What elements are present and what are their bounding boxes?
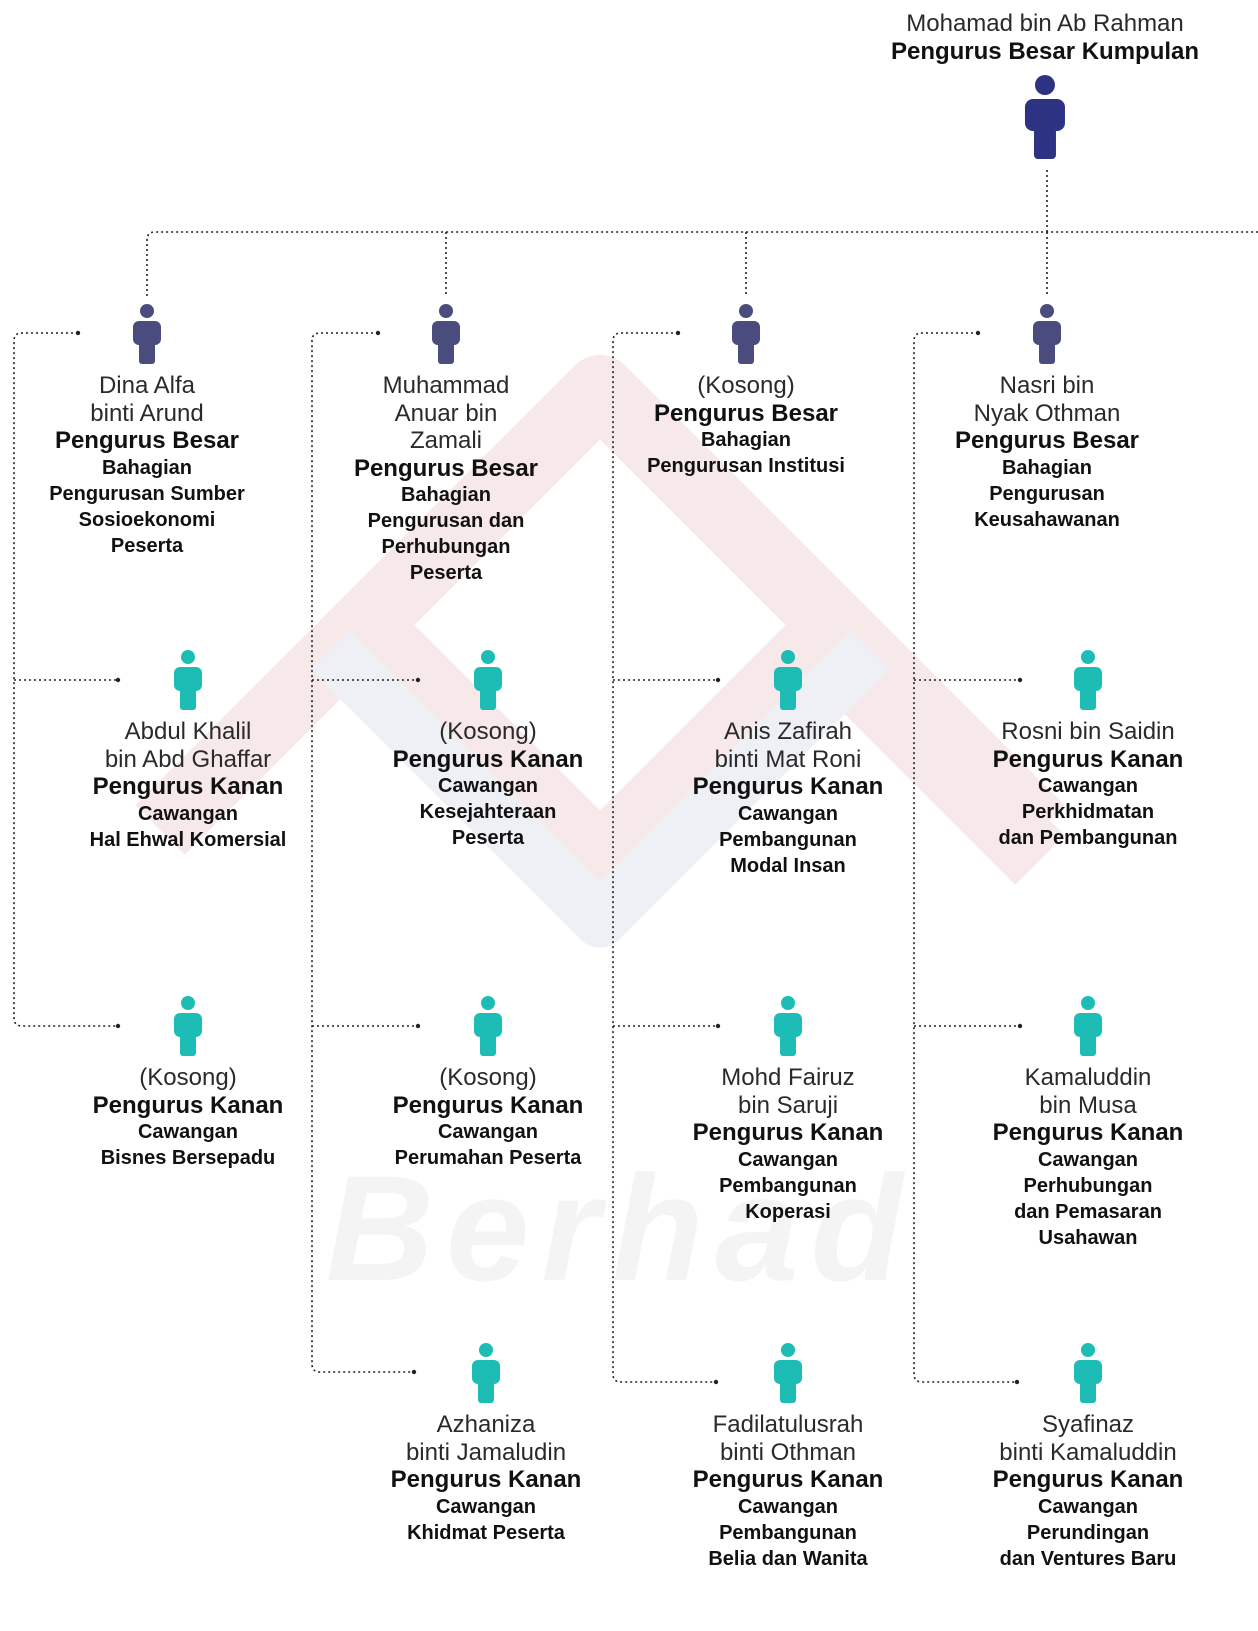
branch-role: Pengurus Kanan: [390, 1466, 582, 1494]
person-icon: [732, 304, 760, 364]
branch-line-col2: [311, 332, 414, 1373]
person-icon: [474, 650, 502, 710]
branch-node: Rosni bin Saidin Pengurus Kanan Cawangan…: [968, 650, 1208, 851]
branch-unit: Cawangan Pembangunan Koperasi: [719, 1148, 857, 1223]
branch-unit: Cawangan Perkhidmatan dan Pembangunan: [998, 775, 1178, 850]
branch-role: Pengurus Kanan: [392, 745, 584, 773]
branch-name: Fadilatulusrah binti Othman: [712, 1411, 864, 1466]
branch-node: Mohd Fairuz bin Saruji Pengurus Kanan Ca…: [668, 996, 908, 1225]
head-role: Pengurus Besar Kumpulan: [890, 37, 1200, 65]
person-icon: [472, 1343, 500, 1403]
branch-name: Kamaluddin bin Musa: [1024, 1064, 1152, 1119]
branch-node: (Kosong) Pengurus Kanan Cawangan Kesejah…: [368, 650, 608, 851]
watermark-text: Berhad: [326, 1144, 915, 1312]
branch-unit: Cawangan Pembangunan Modal Insan: [719, 802, 857, 877]
division-bus: [146, 231, 1258, 296]
branch-node: Syafinaz binti Kamaluddin Pengurus Kanan…: [968, 1343, 1208, 1572]
branch-name: Azhaniza binti Jamaludin: [405, 1411, 567, 1466]
branch-unit: Cawangan Perundingan dan Ventures Baru: [999, 1495, 1177, 1570]
person-icon: [1025, 75, 1065, 160]
branch-name: (Kosong): [139, 1064, 237, 1091]
person-icon: [174, 650, 202, 710]
head-name: Mohamad bin Ab Rahman: [906, 10, 1184, 37]
person-icon: [133, 304, 161, 364]
branch-role: Pengurus Kanan: [92, 1091, 284, 1119]
branch-unit: Cawangan Kesejahteraan Peserta: [419, 775, 557, 850]
branch-node: Abdul Khalil bin Abd Ghaffar Pengurus Ka…: [68, 650, 308, 853]
branch-node: (Kosong) Pengurus Kanan Cawangan Perumah…: [368, 996, 608, 1171]
division-role: Pengurus Besar: [954, 427, 1140, 455]
branch-role: Pengurus Kanan: [992, 1466, 1184, 1494]
branch-role: Pengurus Kanan: [992, 1119, 1184, 1147]
branch-name: Anis Zafirah binti Mat Roni: [714, 718, 862, 773]
branch-unit: Cawangan Hal Ehwal Komersial: [89, 802, 287, 851]
person-icon: [774, 1343, 802, 1403]
division-role: Pengurus Besar: [353, 454, 539, 482]
person-icon: [432, 304, 460, 364]
division-unit: Bahagian Pengurusan Keusahawanan: [974, 456, 1120, 531]
branch-line-col4: [913, 332, 1017, 1383]
person-icon: [1074, 996, 1102, 1056]
division-name: Muhammad Anuar bin Zamali: [382, 372, 510, 455]
branch-node: (Kosong) Pengurus Kanan Cawangan Bisnes …: [68, 996, 308, 1171]
branch-unit: Cawangan Khidmat Peserta: [407, 1495, 565, 1544]
head-node: Mohamad bin Ab Rahman Pengurus Besar Kum…: [891, 10, 1199, 169]
branch-name: Rosni bin Saidin: [1001, 718, 1175, 745]
person-icon: [174, 996, 202, 1056]
division-role: Pengurus Besar: [653, 399, 839, 427]
person-icon: [474, 996, 502, 1056]
branch-role: Pengurus Kanan: [692, 1466, 884, 1494]
branch-name: Abdul Khalil bin Abd Ghaffar: [104, 718, 272, 773]
branch-line-col3: [612, 332, 716, 1383]
division-node: Dina Alfa binti Arund Pengurus Besar Bah…: [27, 304, 267, 559]
branch-role: Pengurus Kanan: [92, 773, 284, 801]
branch-unit: Cawangan Pembangunan Belia dan Wanita: [708, 1495, 868, 1570]
person-icon: [1074, 650, 1102, 710]
branch-role: Pengurus Kanan: [692, 1119, 884, 1147]
person-icon: [774, 650, 802, 710]
branch-node: Azhaniza binti Jamaludin Pengurus Kanan …: [366, 1343, 606, 1546]
division-node: Nasri bin Nyak Othman Pengurus Besar Bah…: [927, 304, 1167, 533]
branch-name: Syafinaz binti Kamaluddin: [999, 1411, 1177, 1466]
division-unit: Bahagian Pengurusan Institusi: [647, 429, 845, 478]
person-icon: [774, 996, 802, 1056]
branch-role: Pengurus Kanan: [692, 773, 884, 801]
person-icon: [1033, 304, 1061, 364]
division-name: Dina Alfa binti Arund: [90, 372, 204, 427]
branch-unit: Cawangan Perhubungan dan Pemasaran Usaha…: [1014, 1148, 1162, 1249]
division-unit: Bahagian Pengurusan dan Perhubungan Pese…: [367, 484, 525, 585]
branch-unit: Cawangan Bisnes Bersepadu: [100, 1121, 276, 1170]
division-node: (Kosong) Pengurus Besar Bahagian Penguru…: [626, 304, 866, 479]
branch-line-col1: [13, 332, 118, 1027]
branch-name: (Kosong): [439, 1064, 537, 1091]
division-node: Muhammad Anuar bin Zamali Pengurus Besar…: [326, 304, 566, 586]
branch-unit: Cawangan Perumahan Peserta: [394, 1121, 582, 1170]
branch-node: Kamaluddin bin Musa Pengurus Kanan Cawan…: [968, 996, 1208, 1251]
division-role: Pengurus Besar: [54, 427, 240, 455]
branch-role: Pengurus Kanan: [992, 745, 1184, 773]
division-name: (Kosong): [697, 372, 795, 399]
branch-role: Pengurus Kanan: [392, 1091, 584, 1119]
division-unit: Bahagian Pengurusan Sumber Sosioekonomi …: [49, 456, 245, 557]
branch-name: Mohd Fairuz bin Saruji: [721, 1064, 855, 1119]
person-icon: [1074, 1343, 1102, 1403]
branch-name: (Kosong): [439, 718, 537, 745]
branch-node: Fadilatulusrah binti Othman Pengurus Kan…: [668, 1343, 908, 1572]
division-name: Nasri bin Nyak Othman: [973, 372, 1121, 427]
branch-node: Anis Zafirah binti Mat Roni Pengurus Kan…: [668, 650, 908, 879]
